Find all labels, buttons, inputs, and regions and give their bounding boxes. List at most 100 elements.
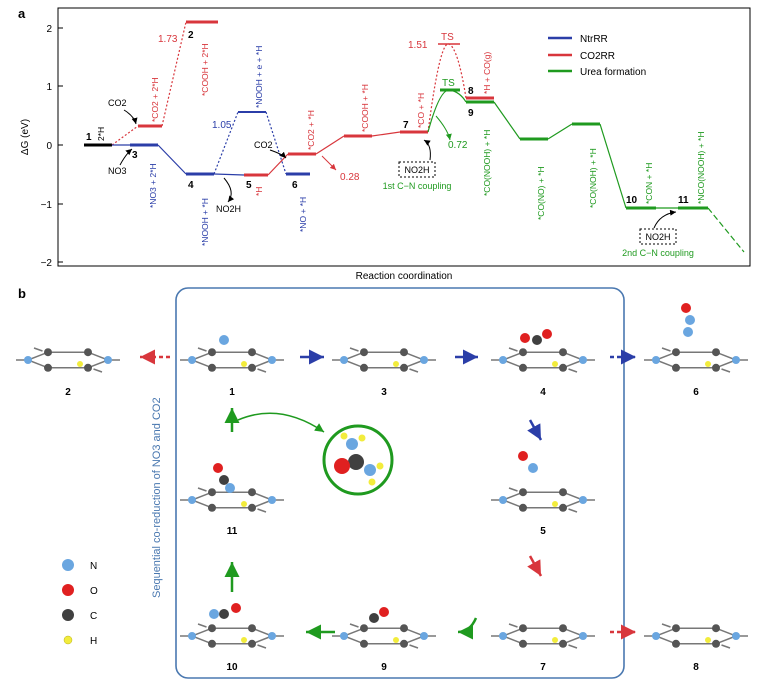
y-tick-m1: −1 <box>41 200 53 211</box>
reagent-co2-a: CO2 <box>108 98 127 108</box>
num-5: 5 <box>246 180 252 191</box>
num-1: 1 <box>86 132 92 143</box>
legend-h-swatch <box>63 635 73 645</box>
num-9: 9 <box>468 108 474 119</box>
ts-red-label: TS <box>441 32 454 43</box>
coreduction-box <box>175 287 625 679</box>
slab-5 <box>491 623 595 649</box>
legend-ntrrr: NtrRR <box>580 34 608 45</box>
barrier-values: 1.73 1.05 1.51 0.28 0.72 TS TS <box>158 32 468 183</box>
value-0-28: 0.28 <box>340 172 360 183</box>
species-s1: 2*H <box>96 127 106 141</box>
species-coohb: *COOH + *H <box>360 84 370 132</box>
b-state-1: 1 <box>229 387 235 398</box>
species-s4: *NOOH + *H <box>200 198 210 246</box>
num-7: 7 <box>403 120 409 131</box>
species-s2: *COOH + 2*H <box>200 43 210 96</box>
species-s3: *NO3 + 2*H <box>148 163 158 208</box>
reagent-annotations: CO2 NO3 NO2H CO2 NO2H 1st C−N coupling N… <box>108 98 694 258</box>
legend-c-swatch <box>62 609 74 621</box>
urea-inset <box>322 424 394 496</box>
species-s8: *H + CO(g) <box>482 52 492 94</box>
state-numbers: 1 2 3 4 5 6 7 8 9 10 11 <box>86 30 689 206</box>
num-8: 8 <box>468 86 474 97</box>
panel-b-label: b <box>18 286 26 301</box>
value-0-72: 0.72 <box>448 140 468 151</box>
num-2: 2 <box>188 30 194 41</box>
b-state-11: 11 <box>227 526 238 537</box>
no2h-box-1: NO2H <box>404 165 429 175</box>
num-4: 4 <box>188 180 194 191</box>
y-tick-2: 2 <box>46 24 52 35</box>
legend-h: H <box>90 636 97 647</box>
num-3: 3 <box>132 150 138 161</box>
species-con-o: *CO(NO) + *H <box>536 166 546 220</box>
level-connectors <box>111 21 745 253</box>
legend-n-swatch <box>62 559 74 571</box>
species-s5: *H <box>254 187 264 196</box>
x-axis-label: Reaction coordination <box>356 271 453 282</box>
reagent-no3: NO3 <box>108 166 127 176</box>
b-state-3: 3 <box>381 387 387 398</box>
y-ticks: 2 1 0 −1 −2 <box>41 24 63 269</box>
element-legend: N O C H <box>62 559 98 647</box>
value-1-05: 1.05 <box>212 120 232 131</box>
slab-3 <box>644 303 748 373</box>
legend-n: N <box>90 561 97 572</box>
b-state-6: 6 <box>693 387 699 398</box>
species-s10: *CON + *H <box>644 163 654 204</box>
molecule-slabs <box>16 303 748 649</box>
slab-7 <box>332 607 436 649</box>
b-state-4: 4 <box>540 387 546 398</box>
species-labels: 2*H *CO2 + 2*H *COOH + 2*H *NO3 + 2*H *N… <box>96 43 706 246</box>
plot-frame <box>57 7 751 267</box>
side-caption: Sequential co-reduction of NO3 and CO2 <box>151 397 163 598</box>
slab-9 <box>180 463 284 513</box>
value-1-73: 1.73 <box>158 34 178 45</box>
legend-o: O <box>90 586 98 597</box>
y-tick-m2: −2 <box>41 258 53 269</box>
slab-1 <box>332 347 436 373</box>
y-tick-0: 0 <box>46 141 52 152</box>
b-state-2: 2 <box>65 387 71 398</box>
y-axis-label: ΔG (eV) <box>20 119 31 155</box>
slab-4 <box>491 451 595 513</box>
num-6: 6 <box>292 180 298 191</box>
species-s6: *NO + *H <box>298 197 308 232</box>
legend-o-swatch <box>62 584 74 596</box>
species-s11: *NCO(NOOH) + *H <box>696 132 706 205</box>
species-co2a: *CO2 + 2*H <box>150 77 160 122</box>
value-1-51: 1.51 <box>408 40 428 51</box>
slab-2 <box>491 329 595 373</box>
reagent-no2h: NO2H <box>216 204 241 214</box>
b-state-9: 9 <box>381 662 387 673</box>
b-state-10: 10 <box>226 662 238 673</box>
b-state-8: 8 <box>693 662 699 673</box>
energy-levels <box>84 20 708 210</box>
slab-0 <box>180 335 284 373</box>
coupling-second: 2nd C−N coupling <box>622 248 694 258</box>
species-con-oh: *CO(NOH) + *H <box>588 148 598 208</box>
species-s9: *CO(NOOH) + *H <box>482 130 492 196</box>
coupling-first: 1st C−N coupling <box>383 181 452 191</box>
b-state-5: 5 <box>540 526 546 537</box>
species-nooh-e: *NOOH + e + *H <box>254 46 264 108</box>
num-10: 10 <box>626 195 638 206</box>
energy-legend: NtrRR CO2RR Urea formation <box>548 34 646 78</box>
no2h-box-2: NO2H <box>645 232 670 242</box>
legend-co2rr: CO2RR <box>580 51 615 62</box>
panel-a-label: a <box>18 6 26 21</box>
reagent-co2-b: CO2 <box>254 140 273 150</box>
slab-6 <box>644 623 748 649</box>
slab-10 <box>16 347 120 373</box>
legend-c: C <box>90 611 97 622</box>
num-11: 11 <box>678 195 689 206</box>
ts-green-label: TS <box>442 78 455 89</box>
species-co2b: *CO2 + *H <box>306 110 316 150</box>
legend-urea: Urea formation <box>580 67 646 78</box>
pathway-arrows <box>140 349 636 640</box>
y-tick-1: 1 <box>46 82 52 93</box>
state-labels-b: 1 3 4 6 5 7 8 9 10 11 2 <box>65 387 699 673</box>
